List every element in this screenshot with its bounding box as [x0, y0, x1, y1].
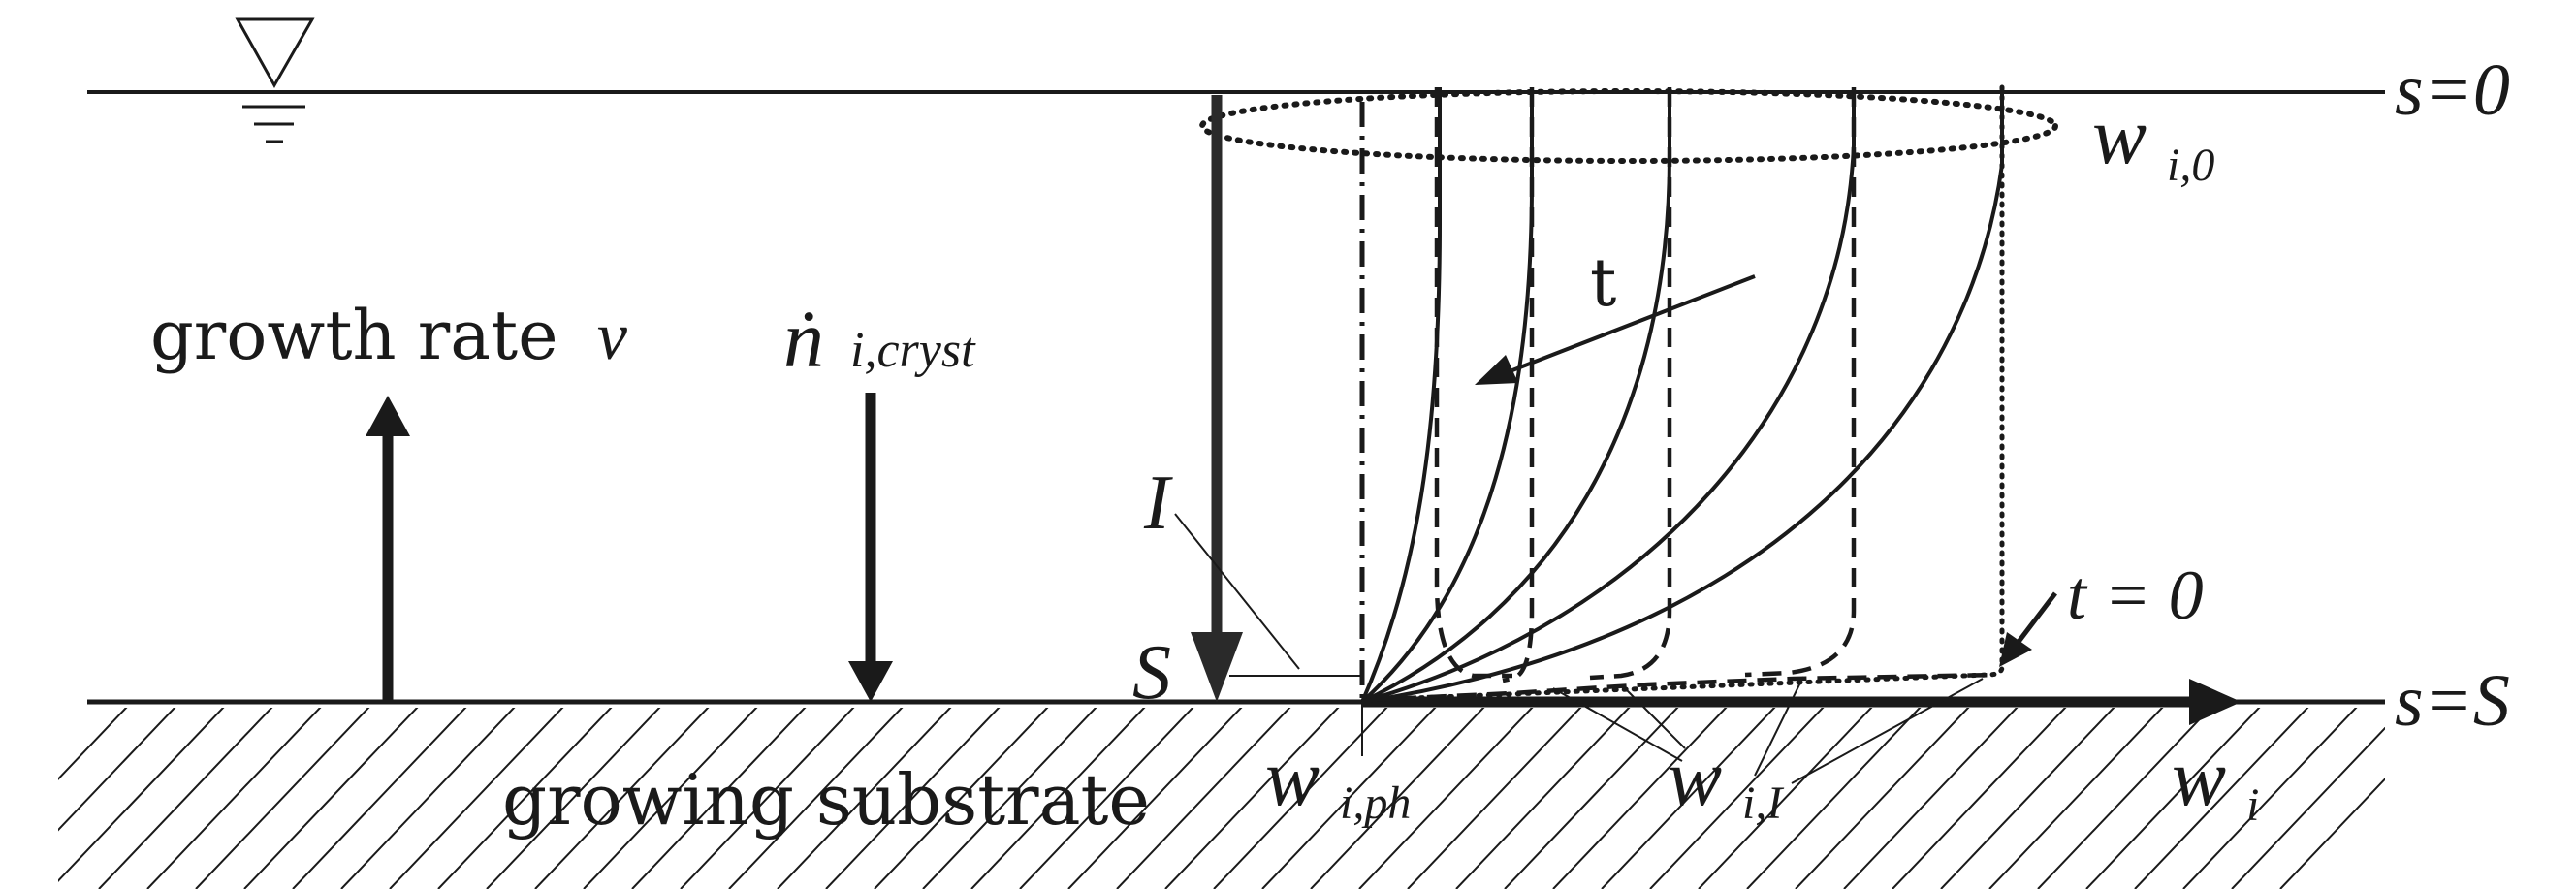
label-w-axis: w i [2172, 733, 2259, 831]
hatch-line [437, 708, 613, 889]
hatch-line [1116, 708, 1291, 889]
label-w-interface: w i,I [1668, 733, 1784, 829]
hatch-line [2279, 778, 2385, 889]
hatch-line [922, 708, 1097, 889]
t0-pointer-arrow [1999, 591, 2057, 667]
label-growth-rate: growth rate v [150, 296, 628, 375]
initial-concentration-ellipse [1199, 88, 2058, 164]
hatch-line [1698, 708, 1873, 889]
label-time: t [1590, 245, 1616, 322]
hatch-line [1795, 708, 1970, 889]
label-surface-bottom: s=S [2395, 660, 2510, 742]
hatch-line [340, 708, 516, 889]
solid-profiles [1360, 87, 2004, 704]
hatch-line [1746, 708, 1922, 889]
label-surface-top: s=0 [2395, 49, 2510, 131]
hatch-line [389, 708, 564, 889]
label-time-zero: t = 0 [2067, 556, 2204, 634]
hatch-line [486, 708, 661, 889]
hatch-line [1988, 708, 2164, 889]
hatch-line [1504, 708, 1679, 889]
hatch-line [680, 708, 855, 889]
interface-layer-lines [1174, 513, 1362, 677]
water-level-triangle-icon [235, 17, 315, 143]
hatch-line [825, 708, 1001, 889]
label-w-top: w i,0 [2092, 91, 2214, 191]
hatch-line [146, 708, 322, 889]
hatch-line [1455, 708, 1631, 889]
hatch-line [58, 708, 176, 832]
hatch-line [1552, 708, 1728, 889]
time-arrow [1475, 274, 1756, 385]
hatch-line [1310, 708, 1485, 889]
hatch-line [1067, 708, 1243, 889]
depth-arrow [1191, 95, 1243, 702]
hatch-line [58, 708, 128, 781]
initial-profile-t0 [1364, 84, 2005, 703]
hatch-line [1019, 708, 1194, 889]
growth-rate-arrow [366, 396, 410, 702]
hatch-line [1940, 708, 2115, 889]
hatch-line [874, 708, 1049, 889]
hatch-line [2037, 708, 2212, 889]
hatch-line [1358, 708, 1534, 889]
wiI-leaders [1552, 676, 1984, 784]
label-w-phase: w i,ph [1265, 733, 1411, 829]
dashed-profiles [1366, 87, 1998, 703]
hatch-line [728, 708, 904, 889]
crystallization-flux-arrow [848, 393, 893, 702]
hatch-line [2085, 708, 2261, 889]
hatch-line [2182, 708, 2358, 889]
hatch-line [2134, 708, 2309, 889]
hatch-line [1261, 708, 1437, 889]
hatch-line [970, 708, 1146, 889]
hatch-line [2231, 726, 2385, 889]
hatch-line [1601, 708, 1776, 889]
label-substrate: growing substrate [502, 759, 1150, 841]
label-crystallization-flux: ṅ i,cryst [783, 295, 976, 385]
hatch-line [195, 708, 370, 889]
wi-axis-arrow [1362, 679, 2242, 725]
label-interface-layer: I [1143, 460, 1173, 546]
hatch-line [243, 708, 419, 889]
hatch-line [98, 708, 273, 889]
hatch-line [1649, 708, 1825, 889]
hatch-line [1892, 708, 2067, 889]
hatch-line [631, 708, 807, 889]
label-depth: S [1132, 630, 1171, 715]
hatch-line [1407, 708, 1582, 889]
hatch-line [1164, 708, 1340, 889]
hatch-line [583, 708, 758, 889]
hatch-line [1843, 708, 2019, 889]
hatch-line [534, 708, 710, 889]
hatch-line [292, 708, 467, 889]
hatch-line [777, 708, 952, 889]
substrate-hatching [58, 708, 2385, 889]
hatch-line [1213, 708, 1388, 889]
hatch-line [58, 708, 225, 883]
